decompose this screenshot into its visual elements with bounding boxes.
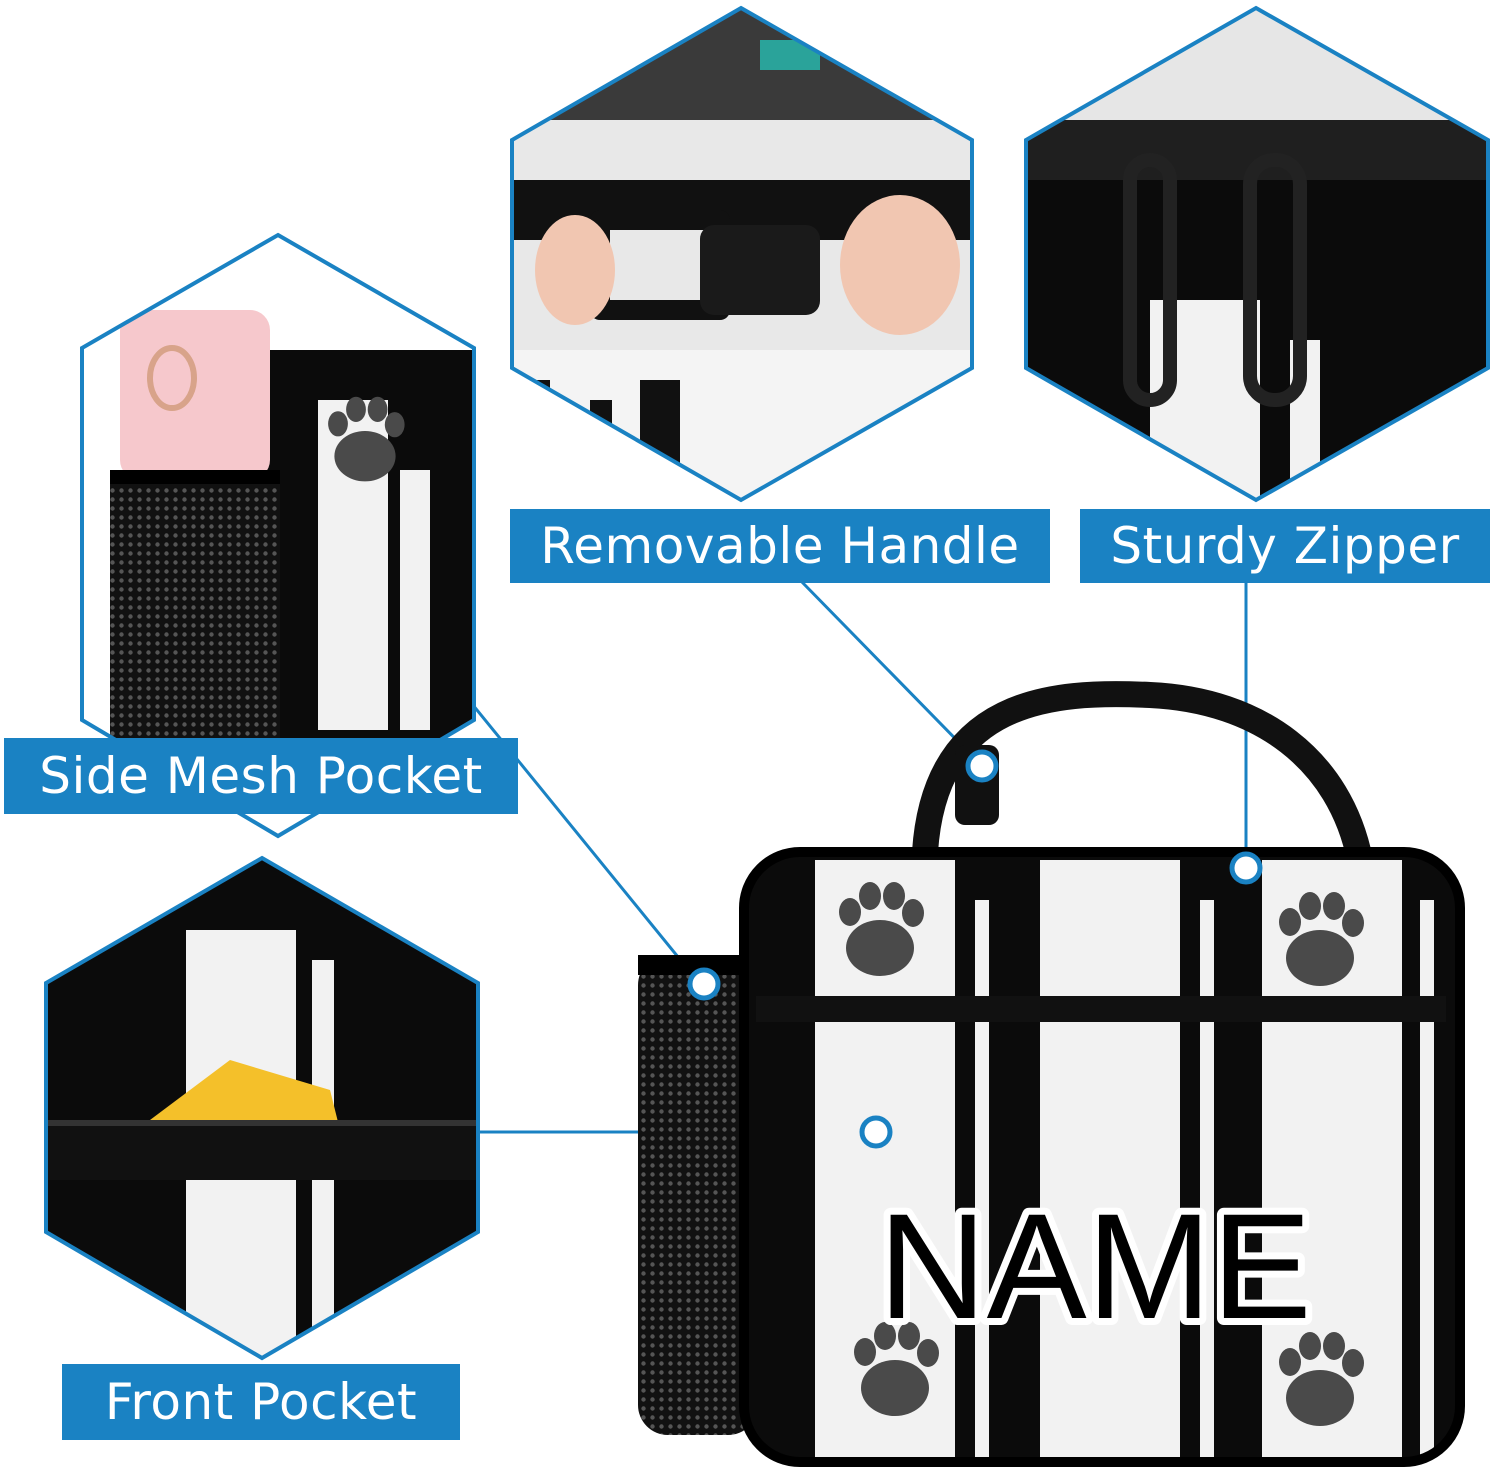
- circle-marker-icon: [965, 749, 999, 783]
- label-front-pocket: Front Pocket: [62, 1364, 460, 1440]
- svg-text:NAME: NAME: [878, 1182, 1311, 1350]
- circle-marker-icon: [859, 1115, 893, 1149]
- bag-name-text: NAME: [878, 1182, 1311, 1350]
- connector-handle: [798, 578, 984, 768]
- label-side-mesh-pocket: Side Mesh Pocket: [4, 738, 518, 814]
- side-mesh: [638, 955, 758, 1435]
- hex-removable-handle: [510, 5, 974, 503]
- hex-front-pocket: [44, 855, 480, 1361]
- front-pocket-band: [756, 996, 1446, 1022]
- circle-marker-icon: [687, 967, 721, 1001]
- hex-side-mesh-pocket: [80, 232, 476, 839]
- circle-marker-icon: [1229, 851, 1263, 885]
- lunch-bag: NAME NAME: [638, 681, 1465, 1467]
- hex-sturdy-zipper: [1024, 5, 1490, 503]
- label-sturdy-zipper: Sturdy Zipper: [1080, 509, 1490, 583]
- label-removable-handle: Removable Handle: [510, 509, 1050, 583]
